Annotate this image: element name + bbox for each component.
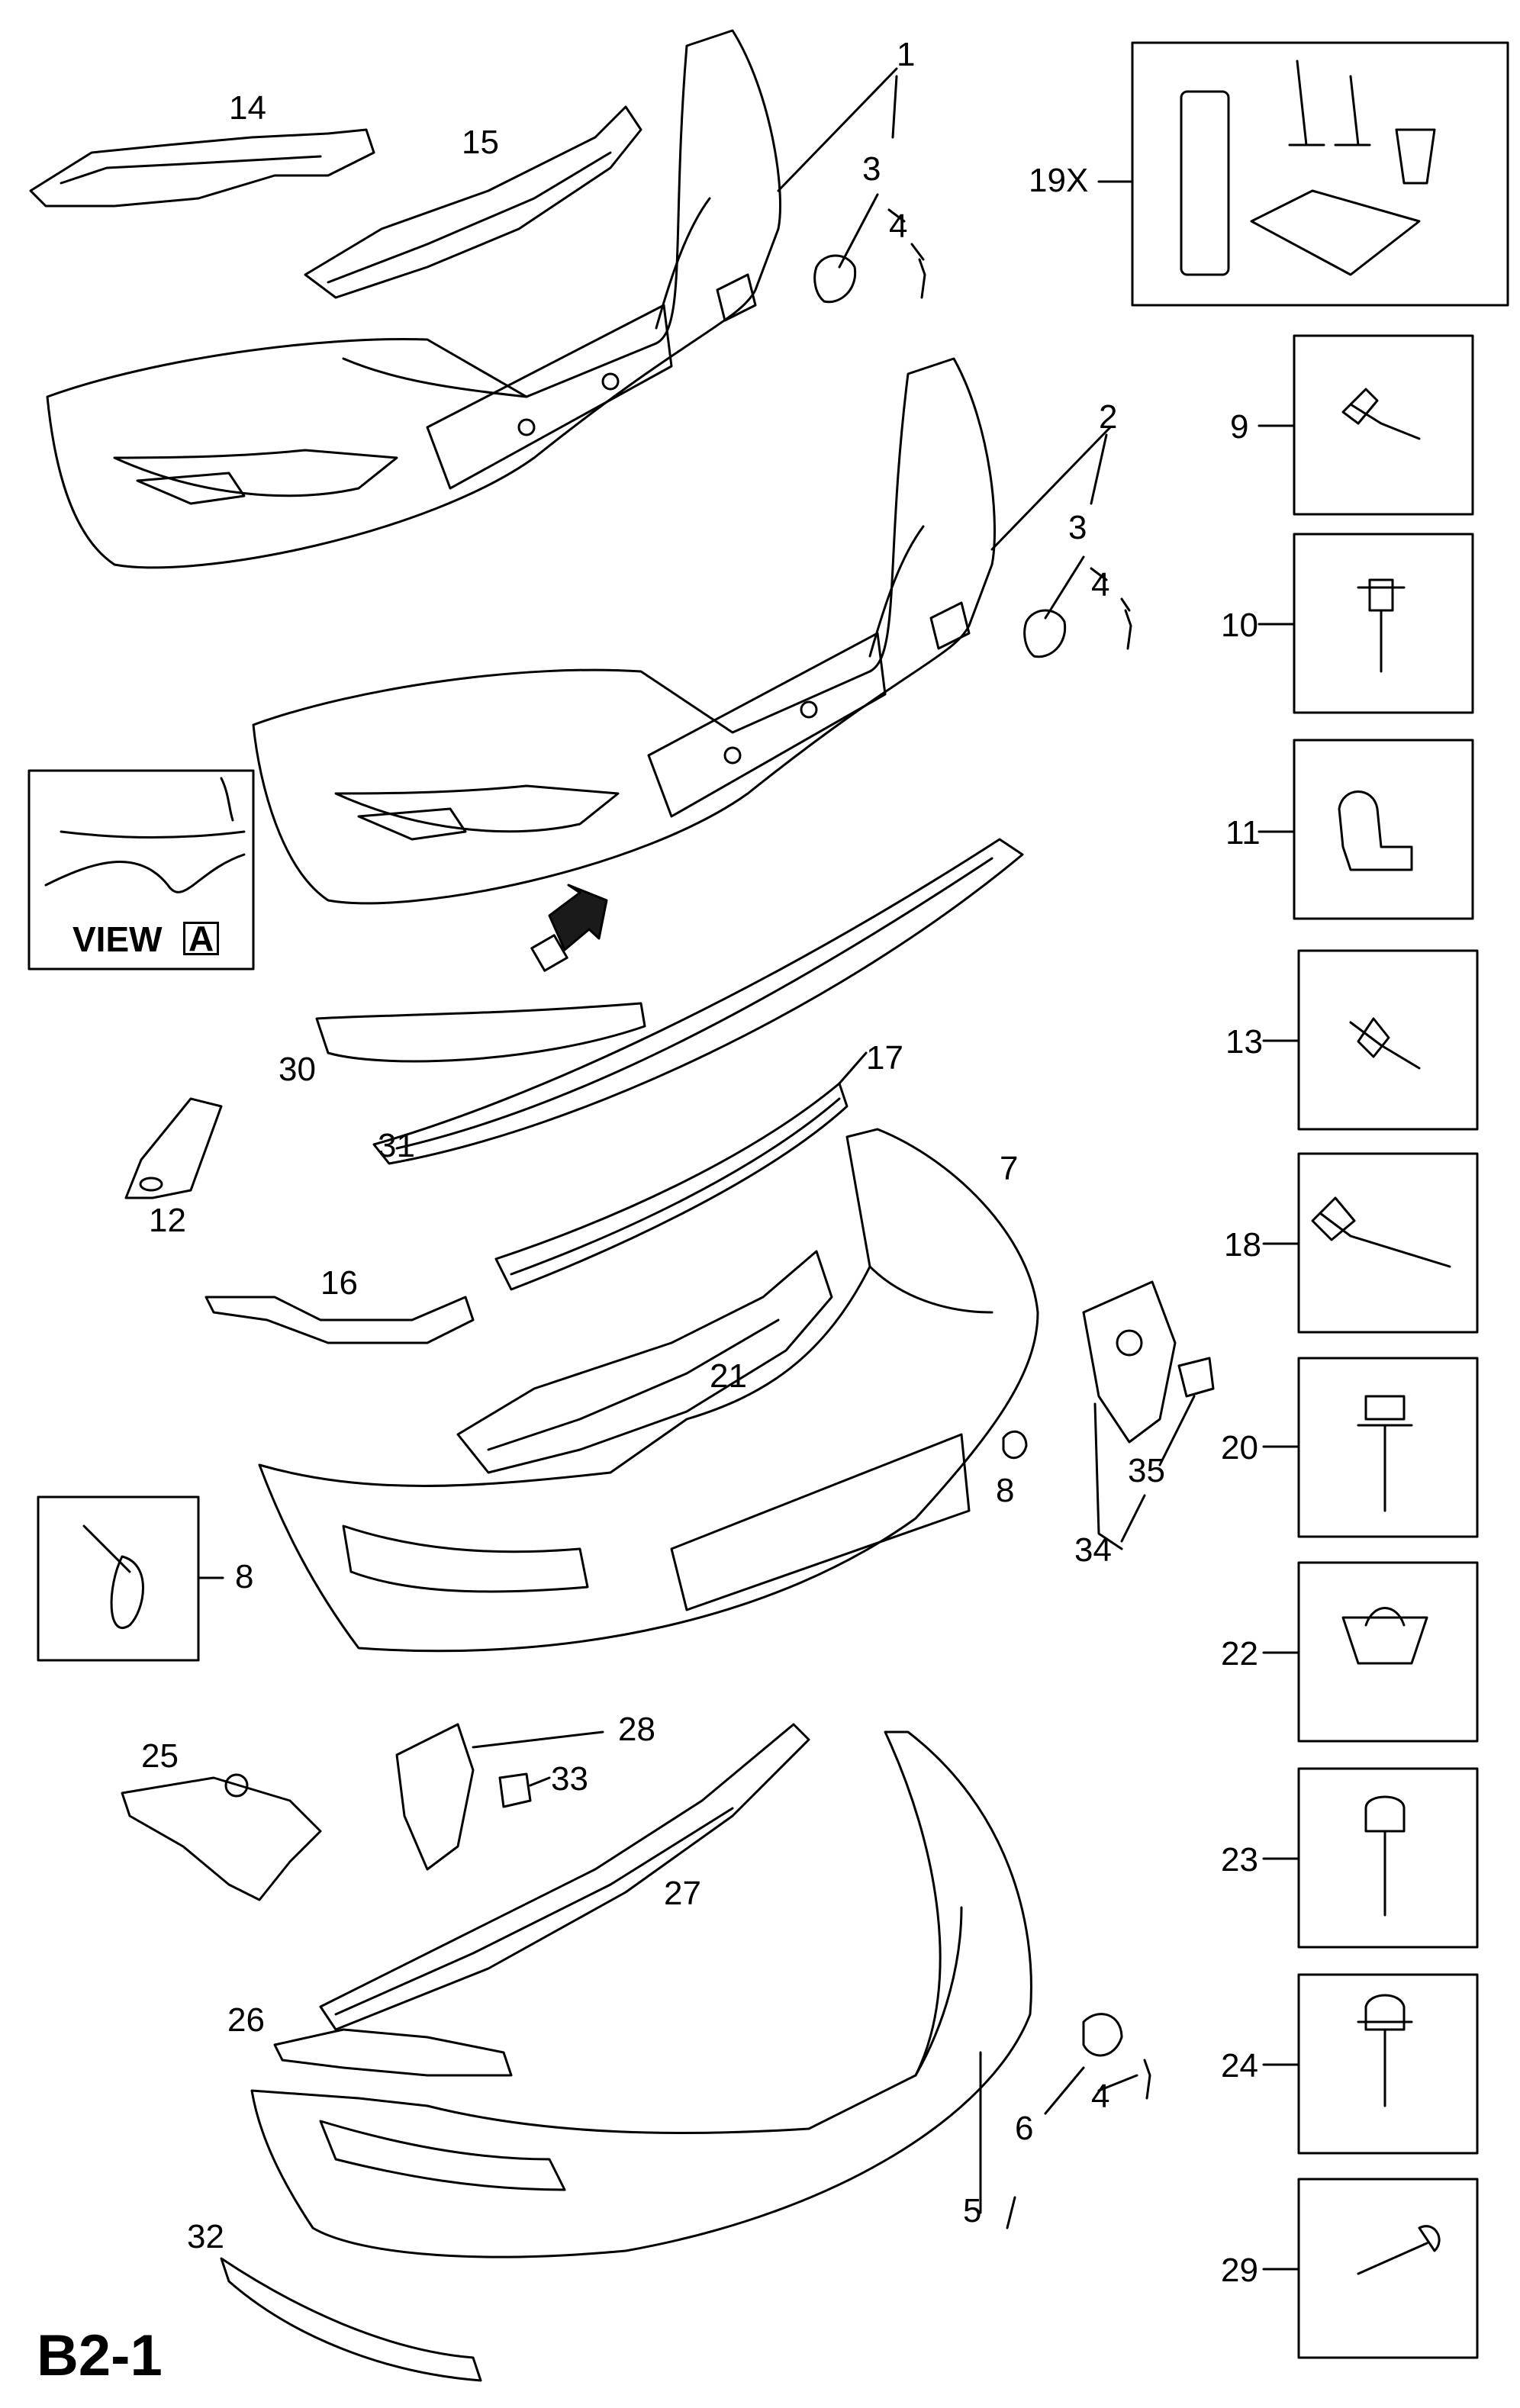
- callout-25: 25: [141, 1737, 179, 1775]
- callout-3-top: 3: [862, 150, 881, 188]
- callout-23: 23: [1221, 1841, 1258, 1878]
- strip-17-drawing: [494, 1082, 849, 1291]
- clip-4-top-drawing: [918, 258, 926, 299]
- callout-17: 17: [866, 1039, 903, 1077]
- callout-29: 29: [1221, 2252, 1258, 2289]
- clip-33-drawing: [498, 1772, 532, 1808]
- bracket-12-drawing: [124, 1097, 223, 1199]
- callout-8-main: 8: [996, 1472, 1015, 1509]
- callout-9: 9: [1230, 408, 1249, 446]
- rear-bumper-5-drawing: [250, 1730, 1032, 2258]
- callout-28: 28: [618, 1711, 655, 1748]
- callout-2: 2: [1099, 398, 1118, 436]
- arrow-a-drawing: [530, 884, 608, 972]
- trim-32-drawing: [220, 2257, 482, 2382]
- cap-8-detail-box: [37, 1495, 200, 1662]
- cap-6-drawing: [1082, 2013, 1123, 2057]
- callout-22: 22: [1221, 1635, 1258, 1672]
- cap-8-drawing: [1002, 1430, 1028, 1460]
- callout-27: 27: [664, 1875, 701, 1912]
- callout-20: 20: [1221, 1429, 1258, 1466]
- callout-13: 13: [1225, 1023, 1263, 1061]
- strip-31-drawing: [372, 838, 1024, 1165]
- cap-3-top-drawing: [813, 254, 857, 304]
- callout-33: 33: [551, 1760, 588, 1798]
- cap-3-second-drawing: [1023, 609, 1067, 658]
- callout-15: 15: [462, 124, 499, 161]
- bracket-25-drawing: [121, 1773, 322, 1901]
- callout-4-second: 4: [1091, 566, 1110, 604]
- callout-19x: 19X: [1029, 162, 1089, 199]
- bracket-14-drawing: [29, 128, 375, 208]
- rear-bumper-2-drawing: [252, 357, 996, 905]
- clip-4-second-drawing: [1124, 609, 1132, 650]
- callout-32: 32: [187, 2218, 224, 2255]
- callout-6: 6: [1015, 2110, 1034, 2147]
- kit-19x-box: [1131, 41, 1509, 307]
- callout-12: 12: [149, 1202, 186, 1239]
- callout-10: 10: [1221, 607, 1258, 644]
- view-label: VIEW: [72, 919, 163, 959]
- callout-34: 34: [1074, 1531, 1112, 1569]
- callout-11: 11: [1225, 814, 1261, 851]
- view-marker: A: [183, 921, 220, 956]
- callout-31: 31: [378, 1127, 415, 1164]
- clip-35-drawing: [1177, 1357, 1215, 1398]
- trim-30-drawing: [315, 1002, 646, 1063]
- bracket-26-drawing: [273, 2028, 513, 2077]
- callout-16: 16: [320, 1264, 358, 1302]
- callout-18: 18: [1224, 1226, 1261, 1264]
- rear-bumper-1-drawing: [46, 29, 781, 569]
- callout-3-second: 3: [1068, 509, 1087, 546]
- page-label: B2-1: [37, 2323, 163, 2388]
- callout-21: 21: [710, 1357, 747, 1395]
- bracket-15-drawing: [304, 105, 642, 299]
- absorber-21-drawing: [456, 1250, 833, 1474]
- callout-4-bottom: 4: [1091, 2078, 1110, 2115]
- sensor-bracket-34-drawing: [1082, 1280, 1177, 1444]
- callout-8-detail: 8: [235, 1558, 254, 1595]
- absorber-27-drawing: [319, 1723, 810, 2031]
- callout-7: 7: [1000, 1150, 1019, 1187]
- bracket-28-drawing: [395, 1723, 475, 1871]
- rear-bumper-7-drawing: [258, 1128, 1039, 1653]
- callout-35: 35: [1128, 1452, 1165, 1489]
- callout-26: 26: [227, 2001, 265, 2039]
- view-a-box: [27, 769, 255, 971]
- callout-24: 24: [1221, 2047, 1258, 2084]
- callout-4-top: 4: [889, 208, 908, 245]
- callout-1: 1: [897, 36, 916, 73]
- callout-14: 14: [229, 89, 266, 127]
- callout-5: 5: [963, 2192, 982, 2229]
- callout-30: 30: [279, 1051, 316, 1088]
- bracket-16-drawing: [204, 1296, 475, 1344]
